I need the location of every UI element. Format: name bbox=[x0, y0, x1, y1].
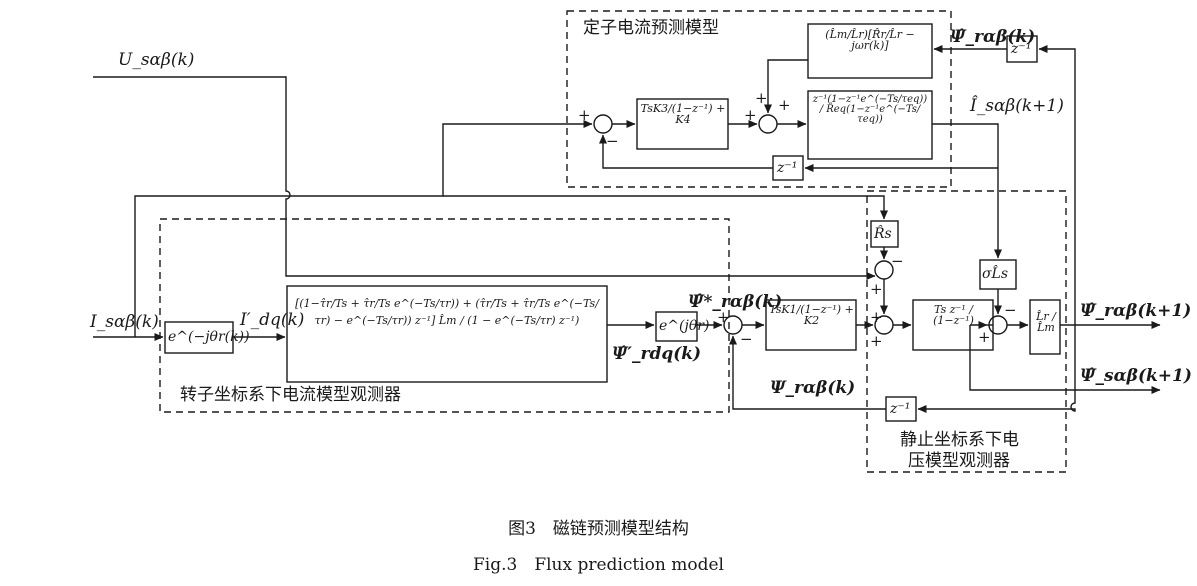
sign-rs-minus: − bbox=[891, 252, 904, 270]
figure-caption-cn: 图3 磁链预测模型结构 bbox=[508, 519, 689, 539]
signal-us: U_sαβ(k) bbox=[118, 50, 195, 70]
line-z-bottom-out bbox=[729, 335, 886, 410]
label-stator-current-model: 定子电流预测模型 bbox=[583, 18, 719, 38]
label-voltage-observer-line2: 压模型观测器 bbox=[908, 451, 1010, 471]
line-us bbox=[93, 76, 876, 280]
z-inv-mid-label: z⁻¹ bbox=[777, 160, 798, 176]
block-current-plant bbox=[807, 90, 933, 160]
line-psi-r-feedback bbox=[917, 325, 1076, 413]
sign-rs-plus: + bbox=[870, 280, 883, 298]
signal-idq: I′_dq(k) bbox=[240, 310, 305, 330]
rot-neg-label: e^(−jθr(k)) bbox=[168, 329, 250, 345]
rs-label: R̂s bbox=[874, 226, 892, 242]
pi-current-label: TsK3/(1−z⁻¹) + K4 bbox=[640, 102, 726, 126]
z-inv-top-label: z⁻¹ bbox=[1011, 41, 1032, 57]
sigma-ls-label: σL̂s bbox=[982, 266, 1009, 282]
signal-psi-dq: Ψ̂′_rdq(k) bbox=[612, 344, 702, 364]
coupling-label: (L̂m/L̂r)[R̂r/L̂r − jωr(k)] bbox=[825, 28, 915, 52]
figure-caption-en: Fig.3 Flux prediction model bbox=[472, 555, 724, 575]
line-z-mid-out bbox=[599, 134, 773, 169]
signal-psi-r-k: Ψ_rαβ(k) bbox=[770, 378, 856, 398]
line-is-to-rs bbox=[443, 195, 888, 220]
sign-flux-plus: + bbox=[717, 308, 730, 326]
sign-flux-minus: − bbox=[740, 330, 753, 348]
line-plant-out bbox=[932, 123, 1002, 259]
sign-input-plus2: + bbox=[755, 89, 768, 107]
lr-lm-label: L̂r / L̂m bbox=[1036, 310, 1056, 334]
signal-psi-r-out: Ψ̂_rαβ(k+1) bbox=[1080, 301, 1192, 321]
pi-flux-label: TsK1/(1−z⁻¹) + K2 bbox=[769, 303, 854, 327]
sign-leak-plus: + bbox=[978, 328, 991, 346]
sign-leak-minus: − bbox=[1004, 301, 1017, 319]
block-lr-lm bbox=[1029, 299, 1061, 355]
sign-input-plus1: + bbox=[744, 106, 757, 124]
sum-stator-input bbox=[758, 114, 778, 134]
rot-pos-label: e^(jθr) bbox=[659, 318, 710, 334]
sign-stator-minus: − bbox=[606, 132, 619, 150]
block-coupling bbox=[807, 23, 933, 79]
rotor-current-observer-region bbox=[159, 218, 730, 413]
signal-psi-ref: Ψ̂*_rαβ(k) bbox=[688, 292, 783, 312]
label-rotor-current-observer: 转子坐标系下电流模型观测器 bbox=[180, 385, 401, 405]
block-current-model bbox=[286, 285, 608, 383]
signal-is: I_sαβ(k) bbox=[90, 312, 159, 332]
current-plant-label: z⁻¹(1−z⁻¹e^(−Ts/τeq)) / R̂eq(1−z⁻¹e^(−Ts… bbox=[812, 94, 928, 125]
z-inv-bottom-label: z⁻¹ bbox=[890, 401, 911, 417]
signal-i-pred: Î_sαβ(k+1) bbox=[970, 96, 1064, 116]
block-rot-pos bbox=[655, 311, 698, 342]
line-psi-r-top bbox=[1038, 45, 1076, 325]
sign-pi-plus2: + bbox=[870, 332, 883, 350]
stationary-voltage-observer-region bbox=[866, 190, 1067, 473]
line-coupling-out bbox=[764, 59, 808, 114]
current-model-label: [(1−τ̂r/Ts + τ̂r/Ts e^(−Ts/τr)) + (τ̂r/T… bbox=[295, 297, 599, 327]
signal-psi-s-out: Ψ̂_sαβ(k+1) bbox=[1080, 366, 1192, 386]
sign-pi-plus: + bbox=[870, 308, 883, 326]
integrator-label: Ts z⁻¹ / (1−z⁻¹) bbox=[933, 303, 974, 327]
sign-input-plus3: + bbox=[778, 96, 791, 114]
sum-stator-error bbox=[593, 114, 613, 134]
label-voltage-observer-line1: 静止坐标系下电 bbox=[900, 430, 1019, 450]
line-integrator-out2 bbox=[969, 325, 1161, 394]
signal-psi-r-feedback: Ψ̂_rαβ(k) bbox=[950, 27, 1036, 47]
stator-current-model-region bbox=[566, 10, 952, 188]
sign-stator-plus: + bbox=[578, 106, 591, 124]
